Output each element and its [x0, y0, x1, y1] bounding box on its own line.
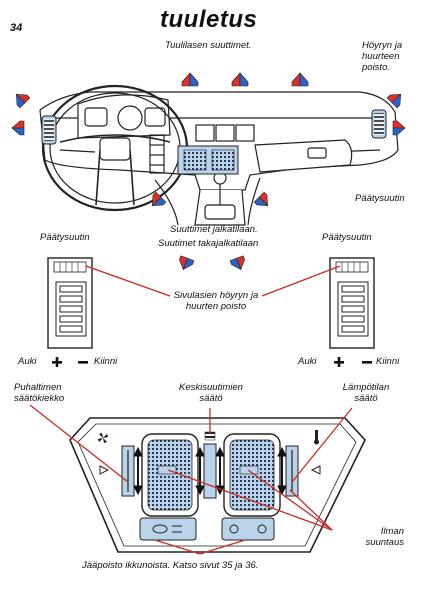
label-closed-left: Kiinni [94, 356, 117, 367]
airflow-arrow-up-1 [182, 73, 198, 86]
label-windshield-nozzles: Tuulilasen suuttimet. [165, 40, 251, 51]
label-footnote: Jääpoisto ikkunoista. Katso sivut 35 ja … [82, 560, 258, 571]
label-end-nozzle-left: Päätysuutin [40, 232, 90, 243]
control-panel [70, 418, 365, 552]
minus-icon [362, 361, 372, 364]
airflow-arrow-foot-right [254, 192, 272, 210]
label-footwell-nozzles: Suuttimet jalkatilaan. [170, 224, 258, 235]
label-open-left: Auki [18, 356, 36, 367]
label-temperature-control: Lämpötilan säätö [338, 382, 394, 404]
dashboard-left-end-vent [42, 116, 56, 144]
label-side-window-defog: Sivulasien höyryn ja huurten poisto [168, 290, 264, 312]
label-air-direction: Ilman suuntaus [354, 526, 404, 548]
airflow-arrow-up-2 [232, 73, 248, 86]
label-steam-removal: Höyryn ja huurteen poisto. [362, 40, 402, 73]
right-end-vent-detail [330, 258, 374, 348]
airflow-arrow-left-1 [11, 89, 29, 107]
label-end-nozzle-right: Päätysuutin [322, 232, 372, 243]
label-rear-footwell-nozzles: Suutimet takajalkatilaan [158, 238, 258, 249]
defrost-button [140, 518, 196, 540]
left-end-vent-detail [48, 258, 92, 348]
plus-icon [338, 357, 341, 367]
dashboard-center-vents [178, 146, 238, 174]
label-open-right: Auki [298, 356, 316, 367]
label-fan-control: Puhaltimen säätökiekko [14, 382, 64, 404]
airflow-arrow-rear-left [177, 256, 194, 272]
minus-icon [78, 361, 88, 364]
airflow-arrow-rear-right [230, 256, 247, 272]
plus-icon [56, 357, 59, 367]
label-center-nozzle-control: Keskisuutimien säätö [176, 382, 246, 404]
label-end-nozzle-right-top: Päätysuutin [355, 193, 405, 204]
airflow-arrow-right-2 [393, 121, 405, 135]
label-closed-right: Kiinni [376, 356, 399, 367]
airflow-arrow-left-2 [12, 121, 24, 135]
dashboard-right-end-vent [372, 110, 386, 138]
airflow-arrow-up-3 [292, 73, 308, 86]
